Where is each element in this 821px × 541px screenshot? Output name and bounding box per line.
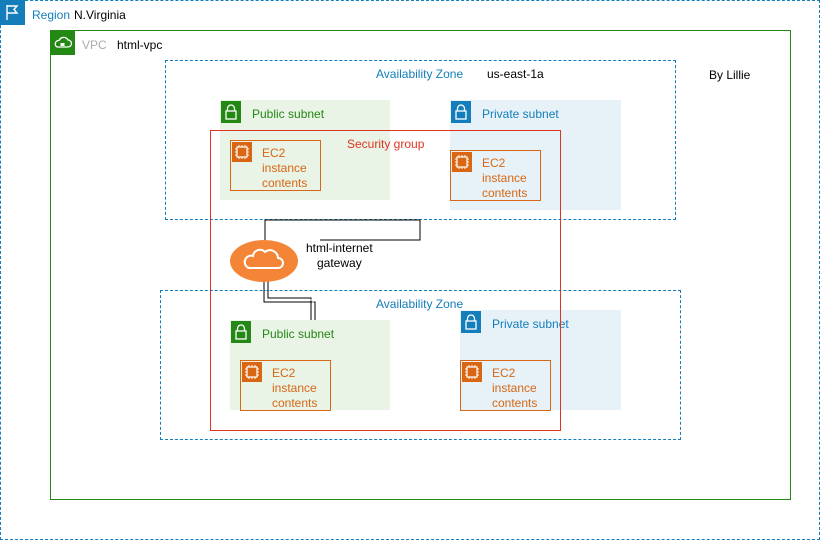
region-name: N.Virginia — [74, 8, 126, 22]
ec2-line3: contents — [492, 396, 538, 410]
lock-icon — [461, 311, 481, 333]
ec2-line2: instance — [492, 381, 537, 395]
lock-icon — [221, 101, 241, 123]
public-subnet-top-label: Public subnet — [252, 107, 325, 121]
vpc-group — [50, 30, 791, 500]
region-label: Region — [32, 8, 71, 22]
ec2-line3: contents — [482, 186, 528, 200]
flag-icon — [0, 0, 25, 25]
ec2-instance-top-private — [450, 150, 541, 201]
gateway-line1: html-internet — [306, 241, 373, 255]
ec2-line3: contents — [262, 176, 308, 190]
availability-zone-bottom — [160, 290, 681, 440]
connector-gateway-top — [264, 219, 421, 241]
az-top-label: Availability Zone — [376, 67, 464, 81]
cloud-icon — [229, 239, 299, 283]
az-top-name: us-east-1a — [487, 67, 544, 81]
connector-gateway-bottom-outer — [263, 280, 316, 320]
ec2-label: EC2 instance contents — [482, 156, 527, 201]
ec2-label: EC2 instance contents — [272, 366, 317, 411]
public-subnet-bottom-label: Public subnet — [262, 327, 335, 341]
security-group — [210, 130, 561, 431]
chip-icon — [242, 362, 262, 382]
ec2-line2: instance — [482, 171, 527, 185]
ec2-line2: instance — [272, 381, 317, 395]
ec2-line1: EC2 — [492, 366, 516, 380]
ec2-instance-bottom-public — [240, 360, 331, 411]
private-subnet-top-label: Private subnet — [482, 107, 559, 121]
vpc-label: VPC — [82, 38, 107, 52]
lock-icon — [231, 321, 251, 343]
private-subnet-top — [450, 100, 621, 210]
ec2-line1: EC2 — [272, 366, 296, 380]
chip-icon — [462, 362, 482, 382]
ec2-line1: EC2 — [262, 146, 286, 160]
ec2-instance-top-public — [230, 140, 321, 191]
gateway-label: html-internet gateway — [306, 241, 373, 271]
ec2-line3: contents — [272, 396, 318, 410]
chip-icon — [452, 152, 472, 172]
ec2-label: EC2 instance contents — [492, 366, 537, 411]
connector-gateway-bottom-mid — [265, 280, 314, 320]
az-bottom-label: Availability Zone — [376, 297, 464, 311]
ec2-line1: EC2 — [482, 156, 506, 170]
cloud-lock-icon — [50, 30, 75, 55]
chip-icon — [232, 142, 252, 162]
lock-icon — [451, 101, 471, 123]
vpc-name: html-vpc — [117, 38, 163, 52]
gateway-line2: gateway — [317, 256, 362, 270]
ec2-instance-bottom-private — [460, 360, 551, 411]
author-label: By Lillie — [709, 68, 751, 82]
private-subnet-bottom-label: Private subnet — [492, 317, 569, 331]
connector-gateway-bottom-inner — [267, 280, 312, 320]
security-group-label: Security group — [347, 137, 425, 151]
ec2-label: EC2 instance contents — [262, 146, 307, 191]
ec2-line2: instance — [262, 161, 307, 175]
